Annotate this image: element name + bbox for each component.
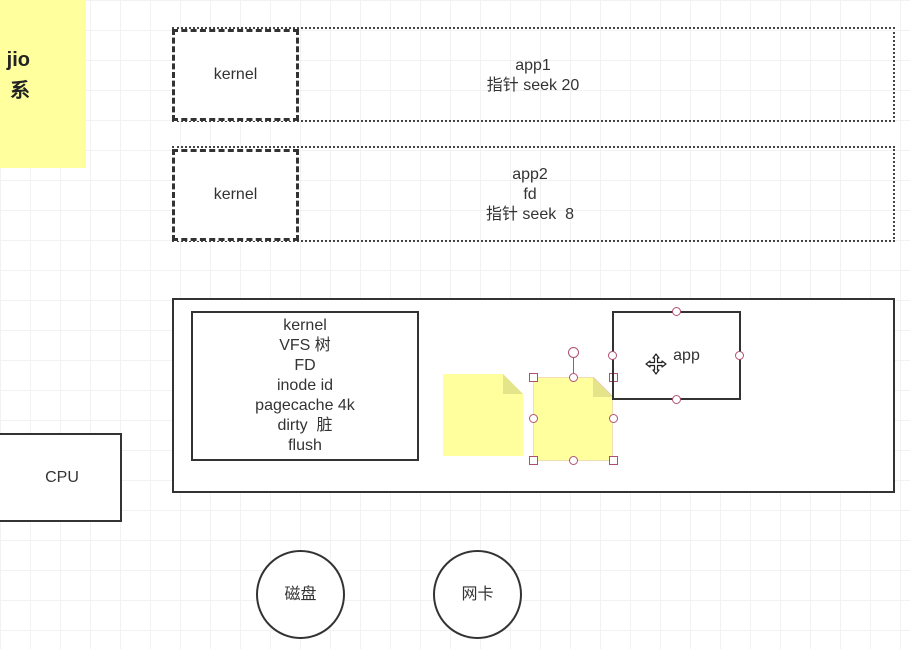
page-sticky-2[interactable]: [533, 377, 613, 461]
resize-handle-e[interactable]: [609, 414, 618, 423]
app-label: app: [673, 346, 700, 364]
app1-label: app1: [515, 57, 551, 74]
kernel-line-kernel: kernel: [283, 317, 327, 334]
cpu-label: CPU: [45, 468, 79, 486]
resize-handle-se[interactable]: [609, 456, 618, 465]
resize-handle-n[interactable]: [569, 373, 578, 382]
app-connector-e[interactable]: [735, 351, 744, 360]
nic-label: 网卡: [461, 585, 494, 603]
corner-note-line1: jio: [6, 49, 30, 71]
kernel-line-inode: inode id: [276, 377, 334, 394]
app2-pointer-label: 指针 seek 8: [485, 206, 575, 223]
resize-handle-nw[interactable]: [529, 373, 538, 382]
app2-kernel-label: kernel: [213, 186, 258, 203]
resize-handle-w[interactable]: [529, 414, 538, 423]
kernel-line-flush: flush: [288, 437, 322, 454]
app1-pointer-label: 指针 seek 20: [486, 77, 580, 94]
app1-text-block: app1 指针 seek 20: [433, 55, 633, 97]
app2-text-block: app2 fd 指针 seek 8: [430, 164, 630, 226]
app-connector-w[interactable]: [608, 351, 617, 360]
kernel-line-pagecache: pagecache 4k: [255, 397, 355, 414]
resize-handle-sw[interactable]: [529, 456, 538, 465]
rotate-handle[interactable]: [568, 347, 579, 358]
page-sticky-1[interactable]: [443, 374, 523, 456]
app2-label: app2: [512, 166, 548, 183]
disk-label: 磁盘: [284, 585, 317, 603]
app2-fd-label: fd: [523, 186, 537, 203]
move-cursor-icon: [645, 353, 667, 375]
disk-circle[interactable]: 磁盘: [256, 550, 345, 639]
corner-sticky-note[interactable]: jio 系: [0, 0, 86, 168]
nic-circle[interactable]: 网卡: [433, 550, 522, 639]
resize-handle-s[interactable]: [569, 456, 578, 465]
app2-kernel-box[interactable]: kernel: [172, 149, 299, 241]
corner-note-line2: 系: [10, 80, 30, 102]
app1-kernel-label: kernel: [213, 66, 258, 83]
cpu-box[interactable]: CPU: [0, 433, 122, 522]
app1-kernel-box[interactable]: kernel: [172, 29, 299, 121]
kernel-line-fd: FD: [294, 357, 316, 374]
rotate-handle-stem: [573, 355, 574, 377]
app-connector-s[interactable]: [672, 395, 681, 404]
kernel-detail-box[interactable]: kernel VFS 树 FD inode id pagecache 4k di…: [191, 311, 419, 461]
app-box[interactable]: app: [612, 311, 741, 400]
kernel-line-dirty: dirty 脏: [277, 417, 333, 434]
app-connector-n[interactable]: [672, 307, 681, 316]
kernel-line-vfs: VFS 树: [279, 337, 331, 354]
